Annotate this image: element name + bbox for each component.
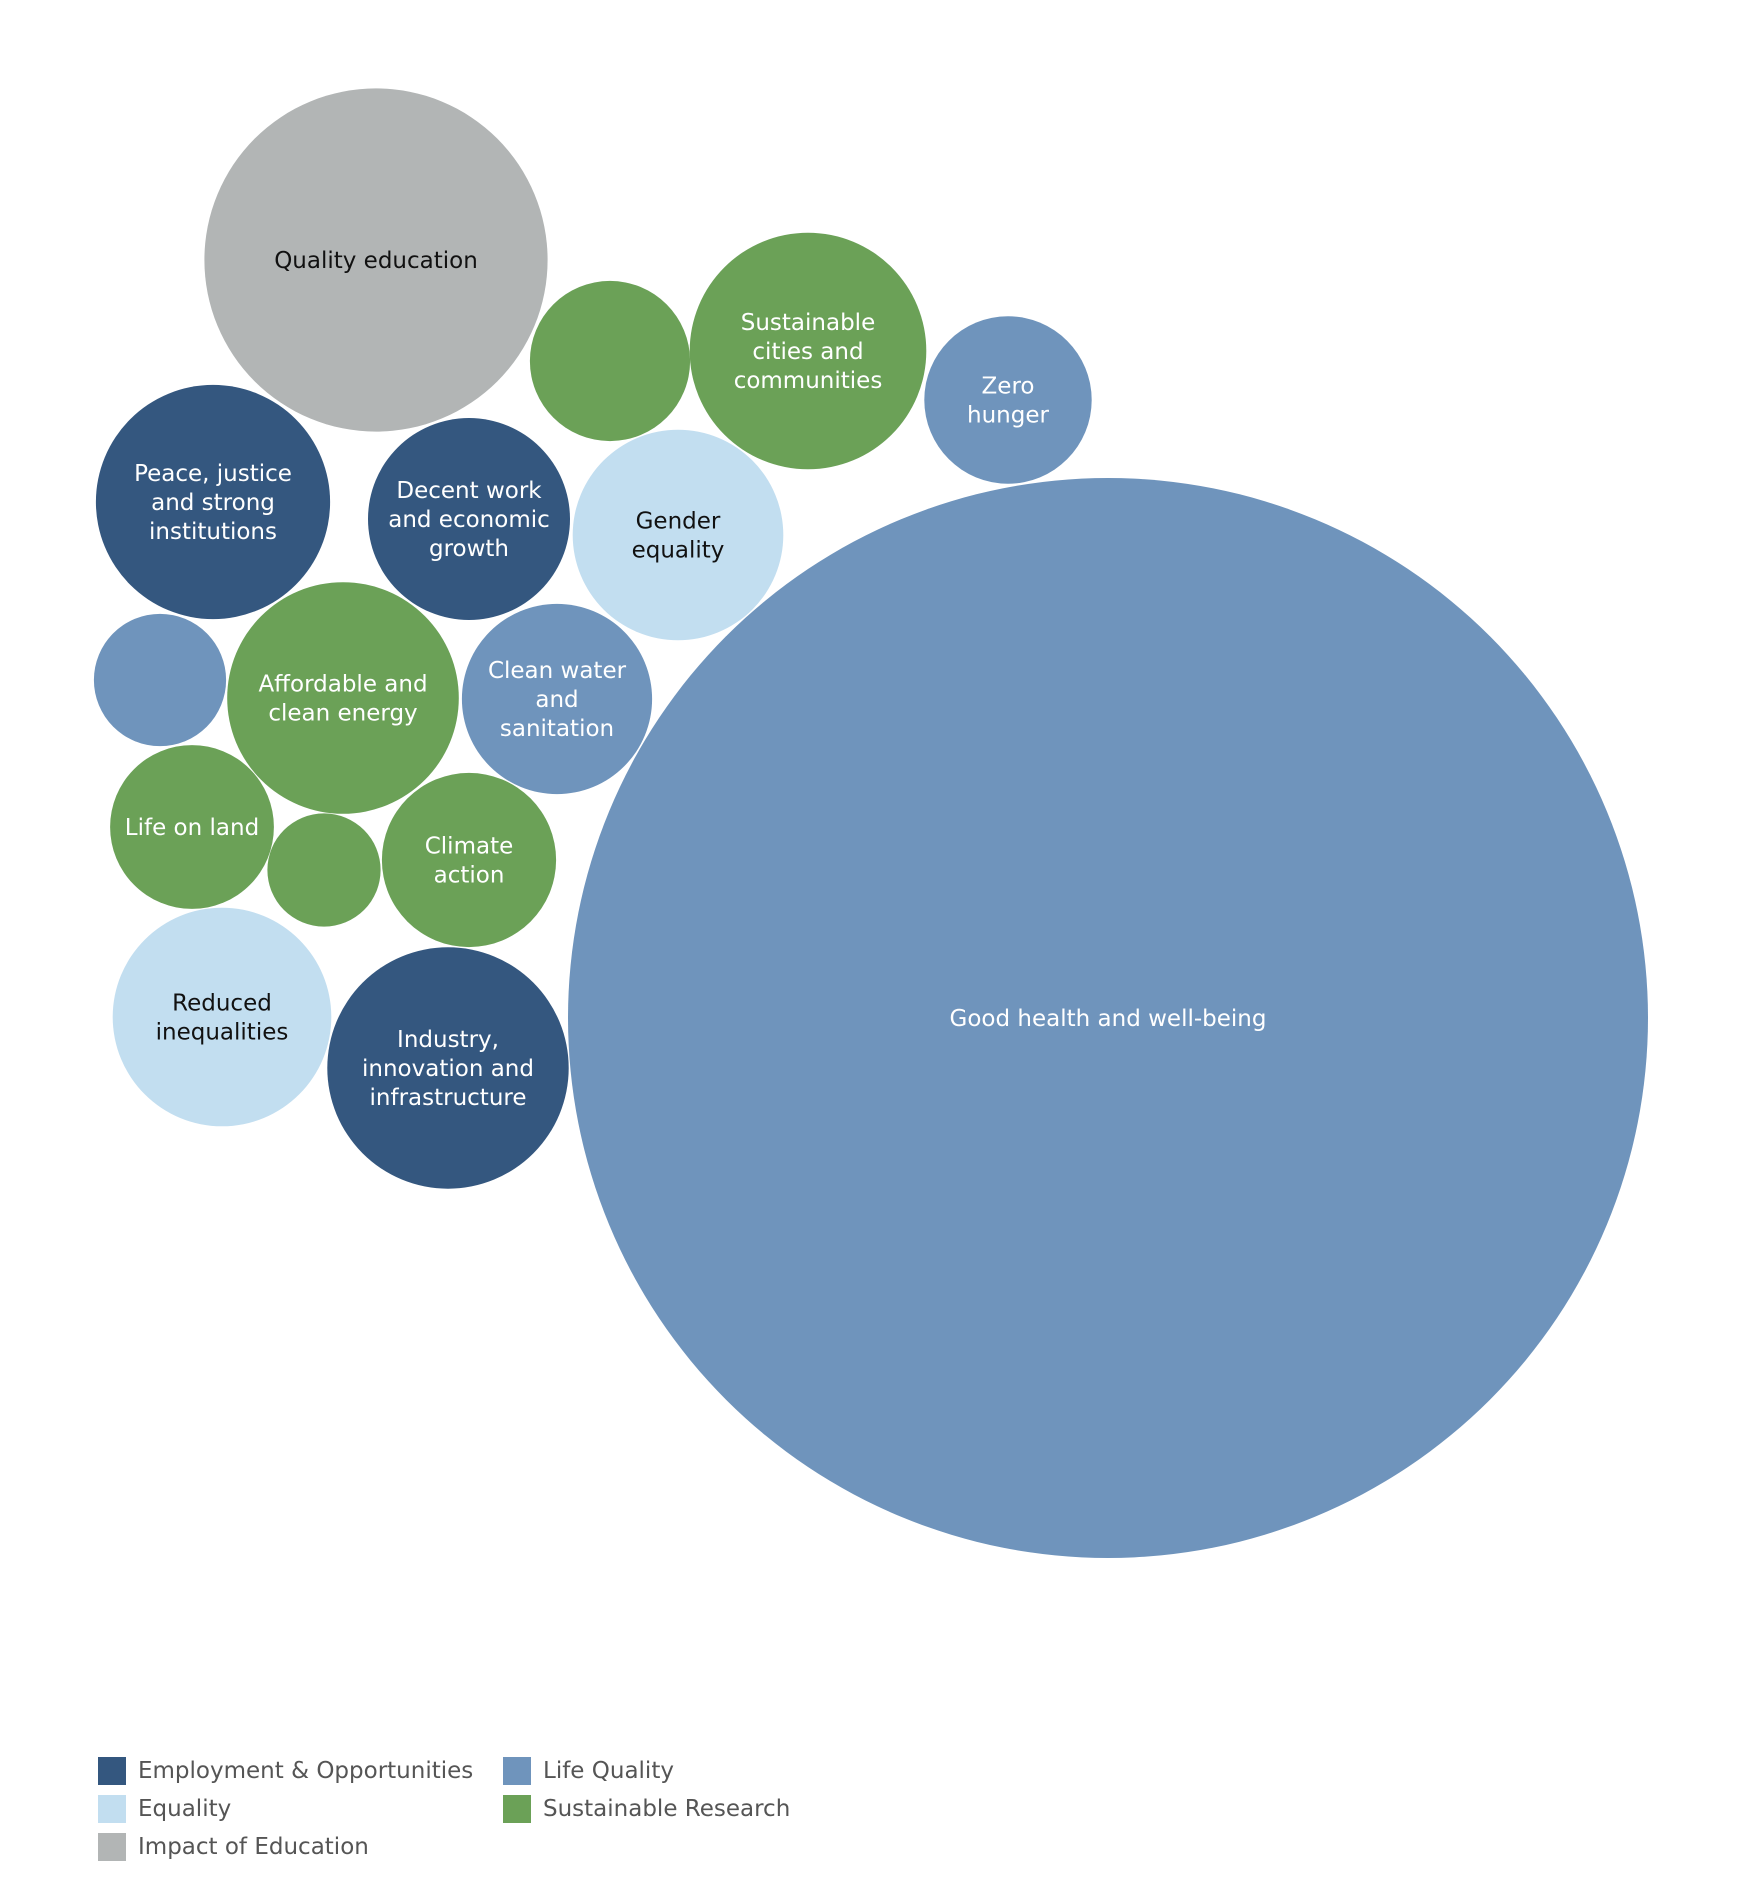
legend-label-education: Impact of Education [138, 1834, 369, 1860]
legend-item-education: Impact of Education [98, 1832, 369, 1862]
bubble-6 [227, 582, 459, 814]
bubble-11 [924, 316, 1092, 484]
legend-item-employment: Employment & Opportunities [98, 1756, 473, 1786]
bubble-13 [110, 745, 274, 909]
legend-label-sustainable-research: Sustainable Research [543, 1796, 791, 1822]
legend-label-employment: Employment & Opportunities [138, 1758, 474, 1784]
legend: Employment & Opportunities Equality Impa… [98, 1756, 898, 1876]
legend-swatch-sustainable-research [503, 1795, 531, 1823]
bubble-3 [689, 232, 927, 470]
bubble-4 [95, 384, 331, 620]
bubble-label-13: Life on land [125, 815, 259, 841]
bubble-label-1: Good health and well-being [950, 1006, 1267, 1032]
bubble-16 [267, 813, 381, 927]
bubble-2 [204, 88, 548, 432]
bubble-5 [327, 947, 569, 1189]
legend-swatch-life-quality [503, 1757, 531, 1785]
legend-item-sustainable-research: Sustainable Research [503, 1794, 790, 1824]
legend-item-equality: Equality [98, 1794, 231, 1824]
legend-swatch-employment [98, 1757, 126, 1785]
legend-label-life-quality: Life Quality [543, 1758, 674, 1784]
bubble-12 [381, 772, 557, 948]
bubble-7 [112, 907, 332, 1127]
bubble-label-2: Quality education [274, 248, 478, 274]
bubble-15 [93, 613, 227, 747]
legend-swatch-equality [98, 1795, 126, 1823]
bubble-8 [572, 429, 784, 641]
bubble-1 [568, 478, 1648, 1558]
legend-item-life-quality: Life Quality [503, 1756, 674, 1786]
bubble-10 [461, 603, 653, 795]
legend-swatch-education [98, 1833, 126, 1861]
legend-label-equality: Equality [138, 1796, 232, 1822]
bubble-9 [368, 418, 570, 620]
bubble-14 [529, 280, 691, 442]
